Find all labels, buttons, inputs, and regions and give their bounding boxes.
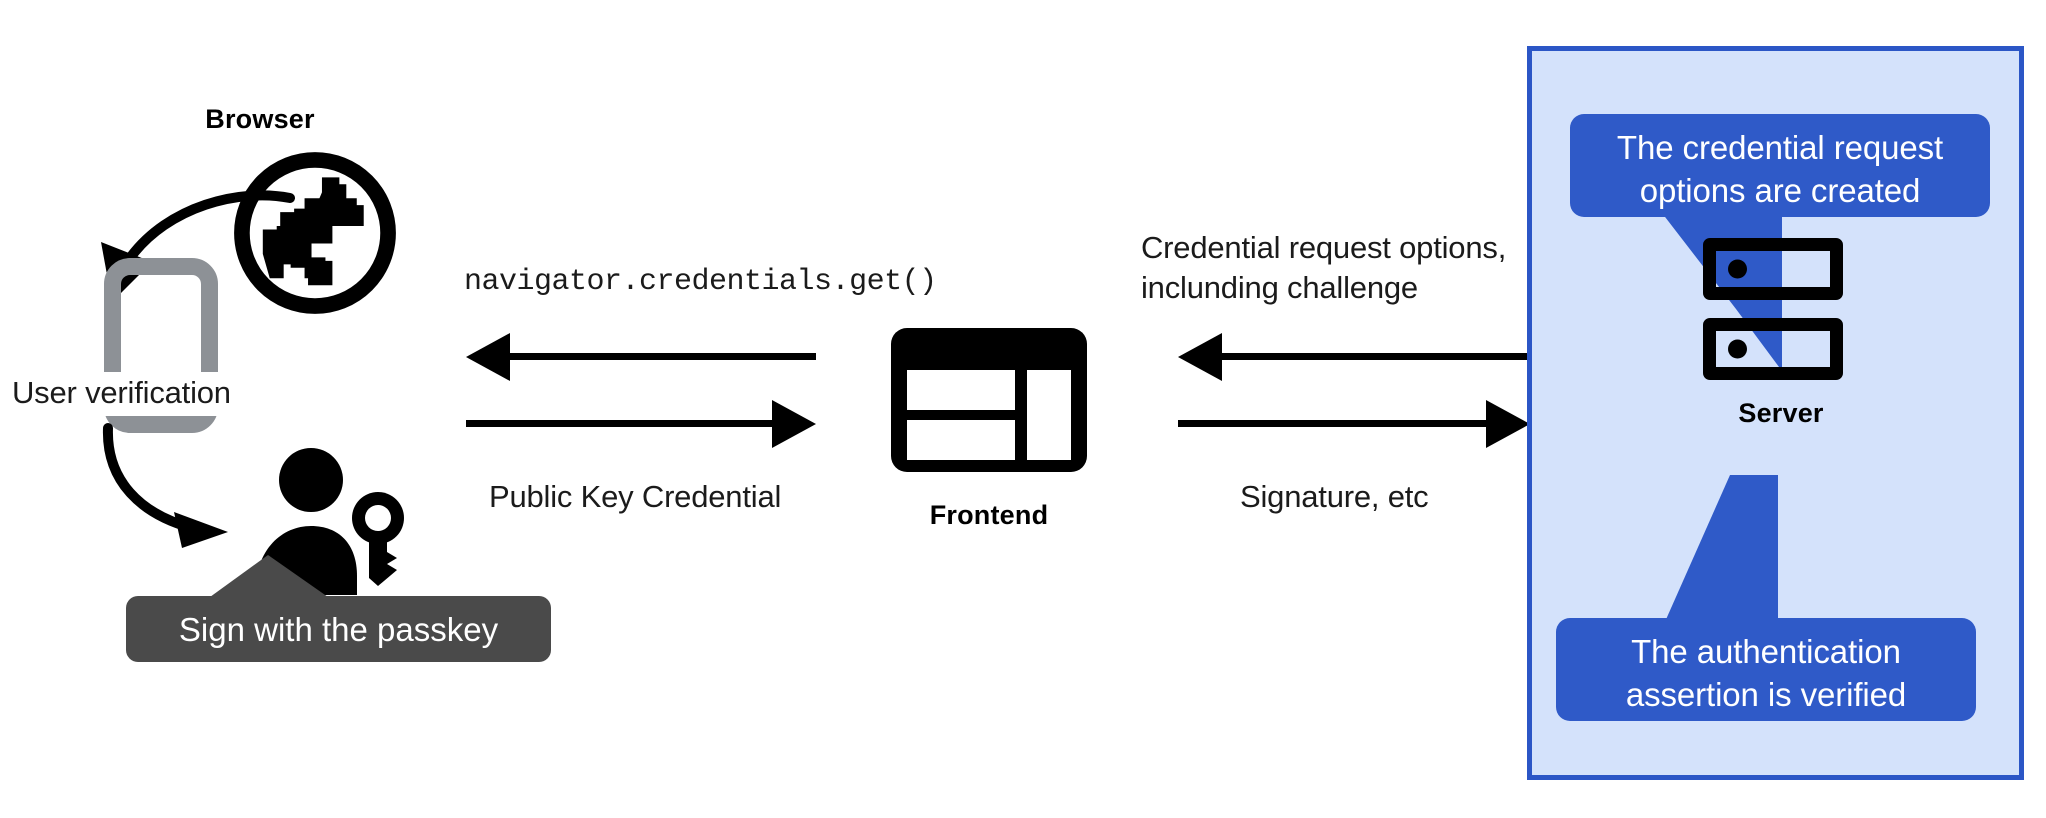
server-label: Server	[1738, 398, 1824, 428]
top-callout-tail	[1662, 213, 1882, 373]
public-key-credential-label: Public Key Credential	[489, 479, 782, 514]
web-layout-icon	[891, 328, 1087, 472]
sign-with-passkey-tooltip: Sign with the passkey	[126, 596, 551, 662]
credential-request-options-label: Credential request options, inclunding c…	[1141, 230, 1507, 305]
server-zone-panel: The credential request options are creat…	[1527, 46, 2024, 780]
frontend-label: Frontend	[929, 500, 1049, 530]
browser-to-frontend-arrow	[466, 400, 816, 448]
frontend-to-server-arrow	[1178, 400, 1530, 448]
server-led-bottom	[1728, 339, 1747, 359]
server-rack-icon	[1690, 238, 1872, 393]
bottom-callout: The authentication assertion is verified	[1556, 618, 1976, 721]
phone-to-user-arrow	[100, 420, 300, 550]
frontend-to-browser-arrow	[466, 333, 816, 381]
person-with-key-icon	[235, 440, 415, 600]
sign-with-passkey-tail	[210, 555, 340, 605]
server-led-top	[1728, 259, 1747, 279]
server-to-frontend-arrow	[1178, 333, 1530, 381]
signature-etc-label: Signature, etc	[1240, 479, 1429, 514]
navigator-credentials-get-label: navigator.credentials.get()	[464, 265, 937, 299]
server-unit-bottom	[1703, 318, 1843, 380]
server-unit-top	[1703, 238, 1843, 300]
bottom-callout-tail	[1660, 475, 1870, 635]
user-verification-label: User verification	[12, 373, 272, 413]
browser-label: Browser	[205, 104, 315, 134]
top-callout: The credential request options are creat…	[1570, 114, 1990, 217]
